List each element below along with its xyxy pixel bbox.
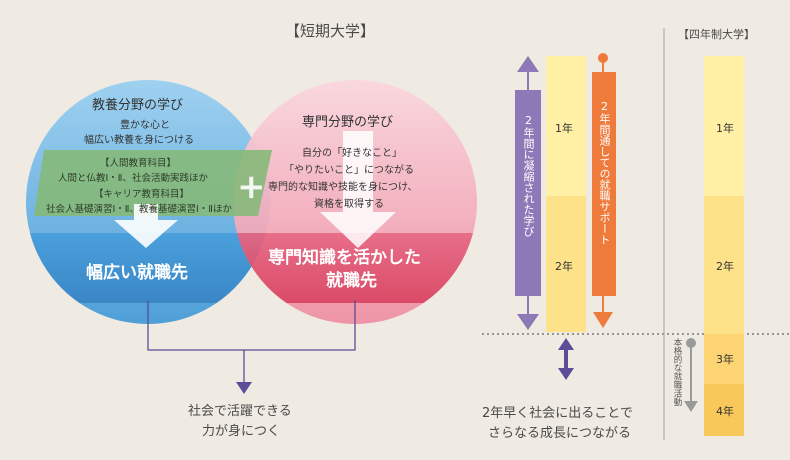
course1-body: 人間と仏教Ⅰ・Ⅱ、社会活動実践ほか [58, 173, 208, 184]
specialized-desc-line3: 専門的な知識や技能を身につけ、 [268, 182, 418, 193]
four-year4-block [704, 384, 744, 436]
bottom-caption-line1: 社会で活躍できる [188, 404, 292, 419]
connector-arrowhead-icon [236, 382, 252, 394]
four-year1-block [704, 56, 744, 196]
specialized-result-line1: 専門知識を活かした [268, 248, 421, 268]
specialized-desc-line4: 資格を取得する [314, 199, 384, 210]
four-year2-block [704, 196, 744, 334]
support-arrow [592, 53, 616, 328]
junior-year2-block [546, 196, 586, 332]
liberal-arrow-icon [114, 204, 178, 248]
connector-lines [147, 300, 356, 386]
condensed-double-arrow [515, 56, 541, 330]
junior-year2-label: 2年 [555, 260, 573, 273]
timeline-caption-line2: さらなる成長につながる [488, 426, 632, 441]
job-hunting-arrow [684, 338, 698, 412]
four-year4-label: 4年 [716, 405, 734, 418]
junior-college-header: 【短期大学】 [285, 22, 376, 40]
liberal-arts-title: 教養分野の学び [92, 98, 184, 113]
four-year2-label: 2年 [716, 260, 734, 273]
course1-title: 【人間教育科目】 [100, 158, 177, 169]
liberal-arts-desc-line1: 豊かな心と [120, 120, 170, 131]
junior-year1-block [546, 56, 586, 196]
specialized-arrow-icon [320, 131, 396, 248]
support-label: 2年間通しての就職サポート [598, 100, 611, 245]
plus-icon: + [237, 167, 266, 207]
liberal-arts-result: 幅広い就職先 [86, 263, 188, 283]
course2-body: 社会人基礎演習Ⅰ・Ⅱ、教養基礎演習Ⅰ・Ⅱほか [46, 204, 232, 215]
specialized-title: 専門分野の学び [302, 115, 394, 130]
junior-year1-label: 1年 [555, 122, 573, 135]
condensed-label: 2年間に凝縮された学び [522, 114, 535, 237]
course-band [34, 150, 272, 216]
two-years-earlier-arrow [558, 338, 574, 380]
specialized-desc-line1: 自分の「好きなこと」 [302, 148, 402, 159]
specialized-desc-line2: 「やりたいこと」につながる [284, 165, 414, 176]
job-hunting-label: 本格的な就職活動 [672, 338, 682, 406]
four-year1-label: 1年 [716, 122, 734, 135]
four-year3-label: 3年 [716, 353, 734, 366]
bottom-caption-line2: 力が身につく [202, 424, 281, 439]
timeline-caption-line1: 2年早く社会に出ることで [482, 406, 633, 421]
four-year3-block [704, 334, 744, 384]
course2-title: 【キャリア教育科目】 [94, 189, 190, 200]
specialized-result-line2: 就職先 [326, 271, 377, 291]
four-year-header: 【四年制大学】 [678, 28, 755, 41]
liberal-arts-desc-line2: 幅広い教養を身につける [84, 135, 194, 146]
